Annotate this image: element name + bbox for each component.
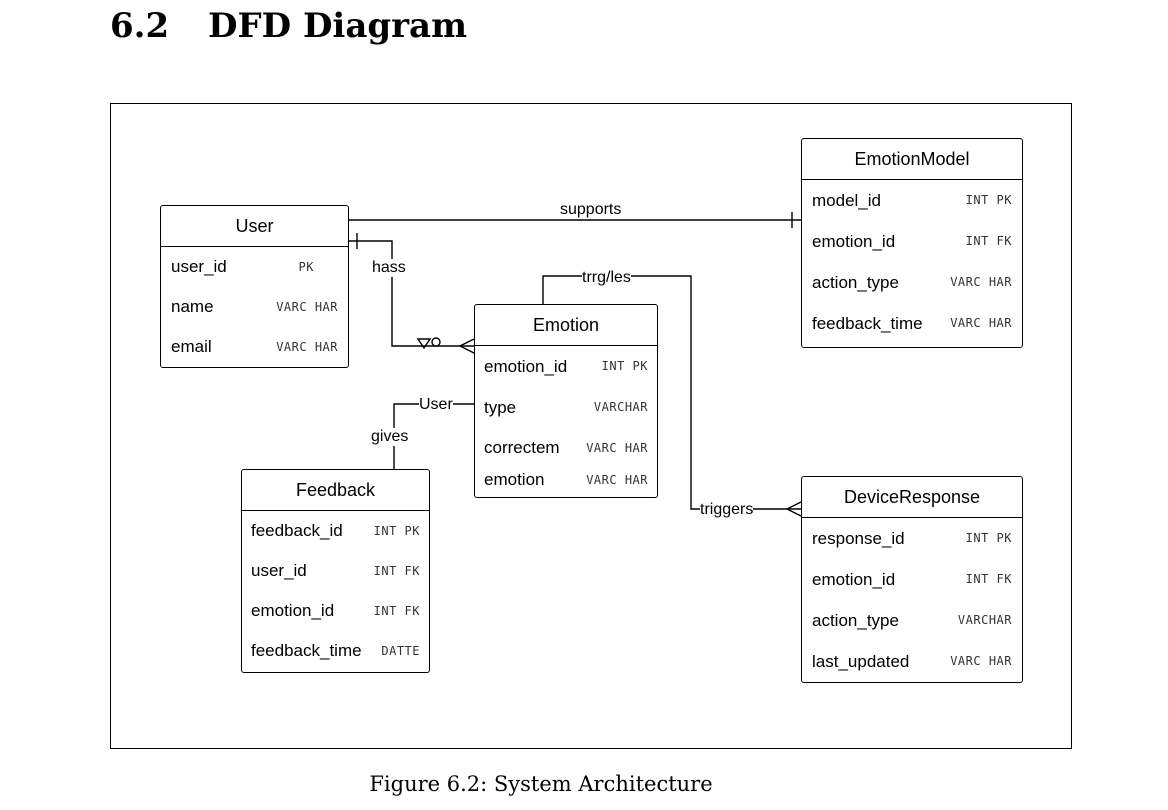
rel-label-triggers: triggers — [700, 501, 754, 519]
attr-name: feedback_id — [251, 521, 343, 540]
entity-row: type VARCHAR — [475, 387, 657, 428]
rel-label-user: User — [419, 396, 453, 414]
attr-type: INT PK — [373, 524, 420, 538]
attr-name: emotion — [484, 470, 545, 489]
attr-type: INT FK — [965, 572, 1012, 586]
attr-type: INT FK — [373, 604, 420, 618]
attr-name: name — [171, 297, 214, 316]
attr-name: action_type — [812, 273, 899, 292]
attr-type: INT FK — [373, 564, 420, 578]
attr-name: action_type — [812, 611, 899, 630]
attr-name: emotion_id — [812, 232, 896, 251]
attr-type: VARC HAR — [276, 300, 338, 314]
entity-row: emotion_id INT FK — [802, 559, 1022, 600]
attr-name: emotion_id — [484, 357, 568, 376]
rel-label-supports: supports — [560, 201, 622, 219]
attr-type: PK — [298, 260, 314, 274]
attr-name: response_id — [812, 529, 905, 548]
entity-row: name VARC HAR — [161, 287, 348, 327]
attr-name: user_id — [251, 561, 307, 580]
entity-title: EmotionModel — [802, 139, 1022, 180]
rel-label-hass: hass — [372, 259, 406, 277]
section-heading: 6.2 DFD Diagram — [110, 6, 467, 46]
attr-type: VARCHAR — [957, 613, 1012, 627]
attr-name: correctem — [484, 438, 560, 457]
entity-row: model_id INT PK — [802, 180, 1022, 221]
entity-title: User — [161, 206, 348, 247]
attr-type: VARC HAR — [586, 473, 648, 487]
attr-type: VARC HAR — [276, 340, 338, 354]
entity-row: feedback_time DATTE — [242, 631, 429, 671]
hass-marker — [416, 338, 432, 350]
rel-label-gives: gives — [371, 428, 409, 446]
attr-type: VARC HAR — [950, 275, 1012, 289]
hass-connector — [349, 240, 474, 347]
entity-row: emotion VARC HAR — [475, 468, 657, 492]
entity-row: email VARC HAR — [161, 327, 348, 367]
entity-row: last_updated VARC HAR — [802, 641, 1022, 682]
entity-title: Feedback — [242, 470, 429, 511]
entity-row: emotion_id INT FK — [802, 221, 1022, 262]
entity-row: emotion_id INT PK — [475, 346, 657, 387]
entity-row: feedback_time VARC HAR — [802, 303, 1022, 344]
entity-title: Emotion — [475, 305, 657, 346]
figure-caption: Figure 6.2: System Architecture — [369, 772, 713, 796]
entity-row: feedback_id INT PK — [242, 511, 429, 551]
entity-title: DeviceResponse — [802, 477, 1022, 518]
attr-name: last_updated — [812, 652, 910, 671]
attr-type: INT PK — [965, 531, 1012, 545]
section-number: 6.2 — [110, 6, 170, 46]
attr-type: INT PK — [965, 193, 1012, 207]
entity-emotion-model: EmotionModel model_id INT PK emotion_id IN… — [801, 138, 1023, 348]
attr-name: user_id — [171, 257, 227, 276]
attr-type: VARC HAR — [950, 654, 1012, 668]
attr-type: VARC HAR — [950, 316, 1012, 330]
attr-type: INT FK — [965, 234, 1012, 248]
rel-label-trrg-les: trrg/les — [582, 269, 631, 287]
entity-emotion: Emotion emotion_id INT PK type VARCHAR cor… — [474, 304, 658, 498]
hass-zero-mark — [431, 337, 441, 347]
entity-row: user_id PK — [161, 247, 348, 287]
attr-type: INT PK — [601, 359, 648, 373]
attr-type: VARCHAR — [593, 400, 648, 414]
entity-row: correctem VARC HAR — [475, 428, 657, 468]
entity-device-response: DeviceResponse response_id INT PK emotion… — [801, 476, 1023, 683]
entity-row: action_type VARCHAR — [802, 600, 1022, 641]
triggers-crowfoot — [785, 501, 802, 517]
hass-crowfoot — [458, 338, 475, 354]
entity-row: user_id INT FK — [242, 551, 429, 591]
attr-name: feedback_time — [812, 314, 923, 333]
entity-row: action_type VARC HAR — [802, 262, 1022, 303]
attr-name: type — [484, 398, 517, 417]
attr-name: feedback_time — [251, 641, 362, 660]
attr-name: emotion_id — [251, 601, 335, 620]
diagram-frame — [110, 103, 1072, 749]
section-title: DFD Diagram — [208, 6, 468, 46]
attr-name: email — [171, 337, 212, 356]
entity-row: response_id INT PK — [802, 518, 1022, 559]
attr-name: model_id — [812, 191, 881, 210]
attr-type: VARC HAR — [586, 441, 648, 455]
attr-name: emotion_id — [812, 570, 896, 589]
entity-row: emotion_id INT FK — [242, 591, 429, 631]
attr-type: DATTE — [381, 644, 420, 658]
